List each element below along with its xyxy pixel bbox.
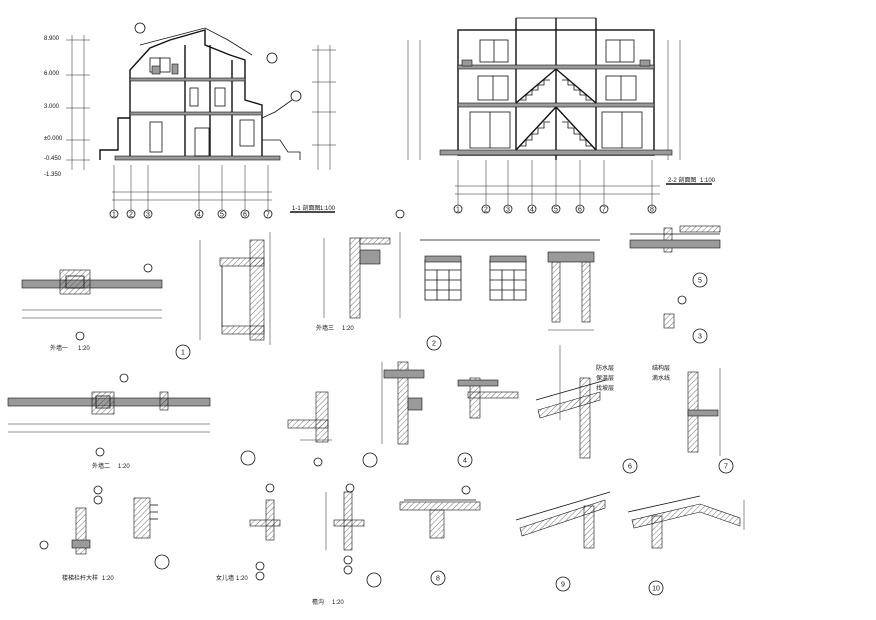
detail-10: 10 (627, 495, 745, 596)
detail-scale: 1:20 (118, 464, 130, 470)
detail-7: 7 (687, 368, 734, 474)
detail-9: 9 (515, 491, 611, 592)
axis-label: 6 (243, 212, 247, 219)
detail-6: 6 (535, 345, 638, 474)
detail-caption: 外墙一 (50, 344, 68, 352)
axis-label: 7 (266, 212, 270, 219)
detail-number: 10 (652, 586, 660, 593)
detail-caption: 外墙三 (316, 324, 334, 332)
detail-gutter: 檐沟 1:20 (312, 483, 382, 606)
detail-caption: 檐沟 (312, 598, 324, 606)
detail-11 (240, 391, 332, 467)
axis-label: 1 (456, 207, 460, 214)
detail-number: 6 (628, 464, 632, 471)
detail-5-and-3: 5 3 (629, 225, 721, 344)
detail-number: 9 (561, 582, 565, 589)
material-notes: 防水层 保温层 找坡层 结构层 滴水线 (596, 364, 670, 392)
detail-wall-plan-1: 外墙一 1:20 (21, 263, 163, 352)
level-mark: 3.000 (44, 104, 60, 110)
detail-8: 8 (399, 485, 481, 586)
section-1-1-scale: 1:100 (320, 206, 336, 212)
level-mark: -1.350 (44, 172, 62, 178)
note-text: 防水层 (596, 364, 614, 372)
axis-label: 2 (129, 212, 133, 219)
level-mark: 6.000 (44, 71, 60, 77)
detail-scale: 1:20 (332, 600, 344, 606)
level-mark: 8.900 (44, 36, 60, 42)
section-2-2-drawing: 1 2 3 4 5 6 7 8 2-2 剖面图 1:100 (407, 17, 716, 214)
detail-number: 7 (724, 464, 728, 471)
level-mark: ±0.000 (44, 136, 63, 142)
axis-label: 3 (506, 207, 510, 214)
detail-number: 4 (463, 458, 467, 465)
detail-section-1: 1 (175, 232, 271, 360)
detail-caption: 女儿墙 (216, 574, 234, 582)
level-mark: -0.450 (44, 156, 62, 162)
axis-label: 2 (484, 207, 488, 214)
detail-wall-plan-2: 外墙二 1:20 (7, 373, 211, 470)
detail-number: 5 (698, 278, 702, 285)
note-text: 结构层 (652, 364, 670, 372)
detail-wall-3-section: 外墙三 1:20 (316, 209, 405, 332)
detail-caption: 楼梯栏杆大样 (62, 574, 98, 582)
detail-stair-railing: 楼梯栏杆大样 1:20 (39, 485, 170, 582)
axis-label: 3 (146, 212, 150, 219)
section-1-1-drawing: 1 2 3 4 5 6 7 8.900 6.000 3.000 ±0.000 -… (44, 22, 336, 219)
detail-number: 2 (432, 341, 436, 348)
detail-number: 3 (698, 334, 702, 341)
detail-scale: 1:20 (342, 326, 354, 332)
note-text: 滴水线 (652, 374, 670, 382)
axis-label: 6 (578, 207, 582, 214)
detail-2-columns: 2 (420, 239, 600, 351)
detail-scale: 1:20 (78, 346, 90, 352)
detail-scale: 1:20 (102, 576, 114, 582)
axis-label: 5 (220, 212, 224, 219)
detail-caption: 外墙二 (92, 462, 110, 470)
axis-label: 5 (554, 207, 558, 214)
axis-label: 8 (650, 207, 654, 214)
detail-coping: 女儿墙 1:20 (216, 483, 281, 582)
detail-number: 8 (436, 576, 440, 583)
axis-label: 4 (530, 207, 534, 214)
axis-label: 7 (602, 207, 606, 214)
section-1-1-caption: 1-1 剖面图 (292, 204, 320, 212)
detail-number: 1 (181, 350, 185, 357)
note-text: 保温层 (596, 374, 614, 382)
detail-scale: 1:20 (236, 576, 248, 582)
section-2-2-scale: 1:100 (700, 178, 716, 184)
axis-label: 1 (112, 212, 116, 219)
section-2-2-caption: 2-2 剖面图 (668, 176, 696, 184)
axis-label: 4 (197, 212, 201, 219)
note-text: 找坡层 (596, 384, 614, 392)
detail-4: 4 (362, 361, 519, 468)
